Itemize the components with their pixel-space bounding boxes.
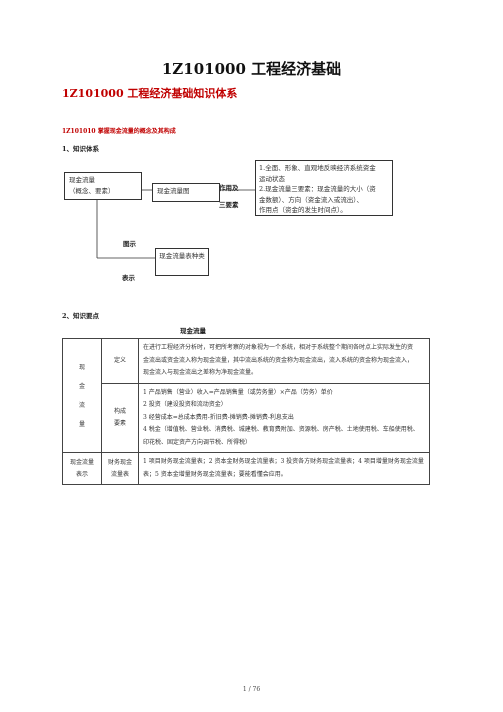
label-three-elements: 三要素 bbox=[219, 201, 239, 209]
category-cell: 财务现金流量表 bbox=[101, 452, 139, 485]
desc-line: 运动状态 bbox=[259, 174, 285, 183]
table-row: 构成要素 1 产品销售（营业）收入=产品销售量（或劳务量）×产品（劳务）单价 2… bbox=[63, 382, 430, 453]
cash-flow-description-box: 1.全面、形象、直观地反映经济系统资金 运动状态 2.现金流量三要素：现金流量的… bbox=[255, 160, 393, 216]
cash-flow-table-types-box: 现金流量表种类 bbox=[155, 248, 209, 276]
category-representation: 财务现金流量表 bbox=[107, 458, 132, 478]
elements-line: 印花税、固定资产方向调节税、所得税） bbox=[143, 438, 252, 446]
cash-flow-diagram-label: 现金流量图 bbox=[157, 187, 190, 195]
elements-line: 1 产品销售（营业）收入=产品销售量（或劳务量）×产品（劳务）单价 bbox=[143, 388, 333, 396]
cash-flow-table-types-label: 现金流量表种类 bbox=[159, 252, 205, 260]
page-title: 1Z101000 工程经济基础 bbox=[161, 60, 342, 78]
cash-flow-table: 现金流量 定义 在进行工程经济分析时，可把所考察的对象视为一个系统，相对于系统整… bbox=[62, 338, 430, 485]
definition-line: 金流出或资金流入称为现金流量，其中流出系统的资金称为现金流出，流入系统的资金称为… bbox=[143, 356, 414, 364]
cash-flow-diagram-box: 现金流量图 bbox=[152, 183, 220, 202]
definition-cell: 在进行工程经济分析时，可把所考察的对象视为一个系统，相对于系统整个期间各时点上实… bbox=[138, 338, 430, 384]
desc-line: 2.现金流量三要素：现金流量的大小（资 bbox=[259, 185, 376, 193]
table-caption: 现金流量 bbox=[180, 327, 206, 335]
label-role: 作用及 bbox=[219, 184, 239, 192]
desc-line: 作用点（资金的发生时间点）。 bbox=[259, 206, 347, 214]
category-cell: 构成要素 bbox=[101, 382, 139, 453]
elements-line: 3 经营成本=总成本费用-折旧费-摊销费-摊销费-利息支出 bbox=[143, 413, 294, 421]
cash-flow-concept-line1: 现金流量 bbox=[69, 176, 95, 184]
label-represent: 表示 bbox=[122, 274, 135, 282]
definition-line: 在进行工程经济分析时，可把所考察的对象视为一个系统，相对于系统整个期间各时点上实… bbox=[143, 344, 414, 351]
side-label-cell: 现金流量 bbox=[62, 338, 102, 453]
table-row: 现金流量 定义 在进行工程经济分析时，可把所考察的对象视为一个系统，相对于系统整… bbox=[62, 338, 430, 453]
representation-side-label: 现金流量表示 bbox=[70, 458, 95, 478]
elements-line: 2 投资（建设投资和流动资金） bbox=[143, 401, 227, 408]
label-illustrate: 图示 bbox=[123, 240, 136, 248]
cash-flow-concept-line2: （概念、要素） bbox=[69, 187, 115, 195]
section-key-points: 2、知识要点 bbox=[62, 312, 100, 320]
desc-line: 1.全面、形象、直观地反映经济系统资金 bbox=[259, 164, 376, 172]
category-definition: 定义 bbox=[113, 356, 126, 364]
category-cell: 定义 bbox=[101, 338, 139, 384]
representation-cell: 1 项目财务现金流量表；2 资本金财务现金流量表；3 投资各方财务现金流量表；4… bbox=[138, 452, 430, 485]
representation-side-cell: 现金流量表示 bbox=[62, 452, 102, 485]
page-number: 1 / 76 bbox=[242, 686, 261, 693]
chapter-subtitle: 1Z101000 工程经济基础知识体系 bbox=[62, 87, 238, 100]
section-knowledge-system: 1、知识体系 bbox=[62, 145, 100, 153]
elements-cell: 1 产品销售（营业）收入=产品销售量（或劳务量）×产品（劳务）单价 2 投资（建… bbox=[138, 382, 430, 453]
definition-line: 现金流入与现金流出之差称为净现金流量。 bbox=[143, 369, 258, 376]
category-elements: 构成要素 bbox=[113, 407, 126, 427]
elements-line: 4 税金（增值税、营业税、消费税、城建税、教育费附加、资源税、房产税、土地使用税… bbox=[143, 426, 419, 433]
desc-line: 金数额）、方向（资金流入或流出）、 bbox=[259, 195, 363, 204]
table-row: 现金流量表示 财务现金流量表 1 项目财务现金流量表；2 资本金财务现金流量表；… bbox=[62, 452, 430, 485]
side-label: 现金流量 bbox=[78, 363, 85, 428]
section-heading: 1Z101010 掌握现金流量的概念及其构成 bbox=[62, 128, 176, 135]
representation-text: 1 项目财务现金流量表；2 资本金财务现金流量表；3 投资各方财务现金流量表；4… bbox=[143, 458, 424, 478]
cash-flow-concept-box: 现金流量 （概念、要素） bbox=[64, 172, 142, 200]
